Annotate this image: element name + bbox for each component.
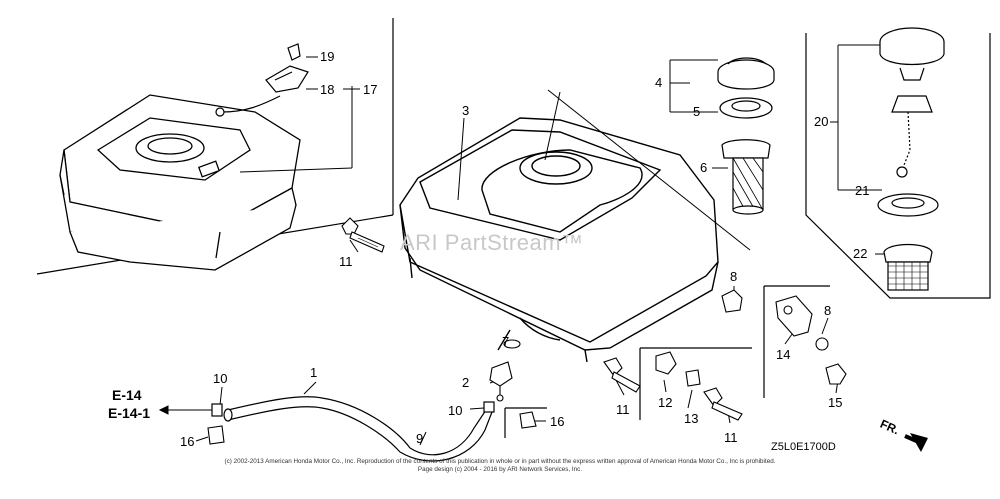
callout-1[interactable]: 1 [310,365,318,380]
callout-3[interactable]: 3 [462,103,470,118]
callout-11-c[interactable]: 11 [724,430,738,445]
ref-e14-1[interactable]: E-14-1 [108,405,151,421]
callout-20[interactable]: 20 [814,114,829,129]
callout-15[interactable]: 15 [828,395,843,410]
copyright-line-1: (c) 2002-2013 American Honda Motor Co., … [224,458,776,465]
callout-14[interactable]: 14 [776,347,791,362]
callout-16-a[interactable]: 16 [180,434,195,449]
fuel-tank-main [399,117,719,363]
watermark: ARI PartStream™ [400,230,584,255]
front-arrow [904,433,928,452]
inset-frame-right [805,33,991,299]
callout-21[interactable]: 21 [855,183,870,198]
callout-18[interactable]: 18 [320,82,335,97]
fuel-tube [211,396,495,462]
callout-7[interactable]: 7 [502,334,510,349]
fuel-tank-small [59,94,301,271]
callout-9[interactable]: 9 [416,431,424,446]
fuel-cap-chain [877,27,945,291]
callout-11-a[interactable]: 11 [339,254,353,269]
callout-10-b[interactable]: 10 [448,403,463,418]
callout-11-b[interactable]: 11 [616,402,630,417]
callout-22[interactable]: 22 [853,246,868,261]
callout-8-b[interactable]: 8 [824,303,832,318]
callout-2[interactable]: 2 [462,375,470,390]
callout-6[interactable]: 6 [700,160,708,175]
copyright-line-2: Page design (c) 2004 - 2016 by ARI Netwo… [417,466,583,473]
ref-e14[interactable]: E-14 [112,387,142,403]
callout-12[interactable]: 12 [658,395,673,410]
callout-4[interactable]: 4 [655,75,663,90]
fuel-cap [717,57,775,215]
callout-16-b[interactable]: 16 [550,414,565,429]
callout-19[interactable]: 19 [320,49,335,64]
callout-5[interactable]: 5 [693,104,701,119]
fuel-gauge [215,43,309,117]
callout-8-a[interactable]: 8 [730,269,738,284]
callout-10-a[interactable]: 10 [213,371,228,386]
diagram-code: Z5L0E1700D [771,441,836,453]
callout-13[interactable]: 13 [684,411,699,426]
hardware [207,217,847,445]
callout-17[interactable]: 17 [363,82,378,97]
